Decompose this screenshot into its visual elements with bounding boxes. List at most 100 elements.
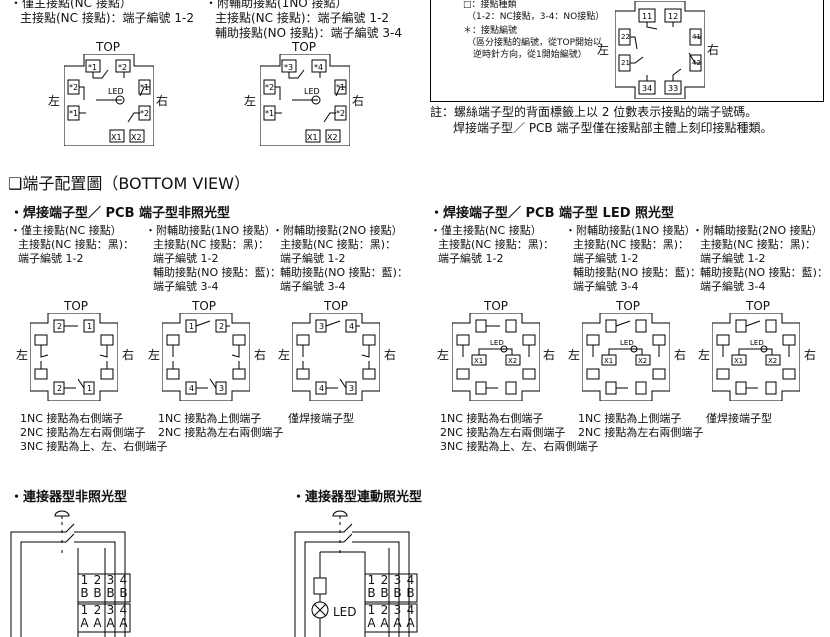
pin: B bbox=[93, 586, 102, 600]
svg-text:LED: LED bbox=[108, 87, 124, 96]
right-label: 右 bbox=[352, 94, 365, 108]
left-label: 左 bbox=[437, 348, 450, 362]
pin: 1 bbox=[80, 573, 89, 587]
text-line: 1NC 接點為上側端子 bbox=[578, 412, 682, 425]
top-label: TOP bbox=[292, 40, 317, 54]
text-line: 2NC 接點為左右兩側端子 bbox=[578, 426, 704, 439]
right-label: 右 bbox=[674, 348, 687, 362]
pin: 4 bbox=[406, 573, 415, 587]
left-label: 左 bbox=[148, 348, 161, 362]
left-label: 左 bbox=[568, 348, 581, 362]
terminal: 34 bbox=[642, 84, 652, 93]
pin: 3 bbox=[106, 573, 115, 587]
pin: B bbox=[380, 586, 389, 600]
top-label: TOP bbox=[96, 40, 121, 54]
pin: 4 bbox=[119, 573, 128, 587]
pin: A bbox=[380, 616, 389, 630]
pin: 1 bbox=[367, 573, 376, 587]
right-label: 右 bbox=[804, 348, 817, 362]
terminal: *1 bbox=[69, 109, 78, 118]
text-line: 端子編號 3-4 bbox=[280, 280, 346, 293]
caption: 1NC 接點為上側端子 2NC 接點為左右兩側端子 bbox=[158, 412, 283, 440]
text-line: 輔助接點(NO 接點：藍)： bbox=[700, 266, 828, 279]
connector-led-diagram bbox=[294, 510, 418, 637]
spec-col: ・附輔助接點(1NO 接點） 主接點(NC 接點：黑)： 端子編號 1-2 輔助… bbox=[145, 224, 281, 294]
right-label: 右 bbox=[707, 43, 720, 57]
pin: 4 bbox=[119, 603, 128, 617]
pin: B bbox=[367, 586, 376, 600]
svg-text:2: 2 bbox=[219, 322, 224, 331]
top-label: TOP bbox=[192, 299, 217, 313]
top-col1: ・僅主接點(NC 接點） 主接點(NC 接點)：端子編號 1-2 bbox=[10, 0, 194, 26]
terminal: *2 bbox=[265, 83, 274, 92]
terminal: *2 bbox=[118, 63, 127, 72]
svg-text:LED: LED bbox=[304, 87, 320, 96]
pin: 2 bbox=[380, 573, 389, 587]
right-label: 右 bbox=[384, 348, 397, 362]
pin: A bbox=[367, 616, 376, 630]
text-line: ・附輔助接點(1NO 接點） bbox=[205, 0, 348, 10]
terminal: 11 bbox=[642, 12, 652, 21]
left-label: 左 bbox=[48, 94, 61, 108]
pin: A bbox=[106, 616, 115, 630]
terminal: X1 bbox=[307, 133, 318, 142]
spec-col: ・附輔助接點(2NO 接點） 主接點(NC 接點：黑)： 端子編號 1-2 輔助… bbox=[272, 224, 408, 294]
top-label: TOP bbox=[64, 299, 89, 313]
text-line: 端子編號 3-4 bbox=[700, 280, 766, 293]
terminal: *3 bbox=[284, 63, 293, 72]
svg-text:2: 2 bbox=[57, 384, 62, 393]
terminal: 42 bbox=[692, 59, 701, 67]
svg-text:1: 1 bbox=[189, 322, 194, 331]
legend-box: □：接點種類 （1-2：NC接點，3-4：NO接點） ＊：接點編號 （區分接點的… bbox=[430, 0, 824, 102]
pin: B bbox=[393, 586, 402, 600]
text-line: 主接點(NC 接點：黑)： bbox=[280, 238, 396, 251]
terminal: X2 bbox=[327, 133, 338, 142]
text-line: 端子編號 1-2 bbox=[280, 252, 346, 265]
svg-text:X2: X2 bbox=[768, 357, 777, 365]
led-label: LED bbox=[620, 339, 634, 347]
text-line: 1NC 接點為右側端子 bbox=[20, 412, 124, 425]
caption: 僅焊接端子型 bbox=[706, 412, 772, 426]
text-line: ・僅主接點(NC 接點） bbox=[430, 224, 542, 237]
pin: 4 bbox=[406, 603, 415, 617]
svg-text:3: 3 bbox=[319, 322, 324, 331]
text-line: 3NC 接點為上、左、右兩側端子 bbox=[440, 440, 599, 453]
text-line: 1NC 接點為上側端子 bbox=[158, 412, 262, 425]
note-line: 焊接端子型／ PCB 端子型僅在接點部主體上刻印接點種類。 bbox=[453, 121, 773, 135]
text-line: 主接點(NC 接點：黑)： bbox=[700, 238, 816, 251]
text-line: 端子編號 1-2 bbox=[700, 252, 766, 265]
text-line: 主接點(NC 接點：黑)： bbox=[438, 238, 554, 251]
terminal: 22 bbox=[621, 33, 630, 41]
subsection-title: ・焊接端子型／ PCB 端子型非照光型 bbox=[10, 206, 231, 221]
text-line: 端子編號 3-4 bbox=[573, 280, 639, 293]
pin: 1 bbox=[80, 603, 89, 617]
left-label: 左 bbox=[278, 348, 291, 362]
left-label: 左 bbox=[244, 94, 257, 108]
text-line: 3NC 接點為上、左、右側端子 bbox=[20, 440, 168, 453]
terminal: *2 bbox=[140, 109, 149, 118]
note-line: 註：螺絲端子型的背面標籤上以 2 位數表示接點的端子號碼。 bbox=[430, 105, 758, 119]
text-line: 端子編號 3-4 bbox=[153, 280, 219, 293]
svg-text:4: 4 bbox=[319, 384, 324, 393]
pin: A bbox=[119, 616, 128, 630]
text-line: 2NC 接點為左右兩側端子 bbox=[20, 426, 146, 439]
text-line: 輔助接點(NO 接點)：端子編號 3-4 bbox=[215, 26, 403, 40]
pin: A bbox=[93, 616, 102, 630]
svg-text:X2: X2 bbox=[638, 357, 647, 365]
pin: B bbox=[406, 586, 415, 600]
led-label: LED bbox=[750, 339, 764, 347]
terminal: 33 bbox=[668, 84, 678, 93]
right-label: 右 bbox=[254, 348, 267, 362]
text-line: 端子編號 1-2 bbox=[573, 252, 639, 265]
svg-text:4: 4 bbox=[349, 322, 354, 331]
terminal: *1 bbox=[140, 83, 149, 92]
screw-terminal-diagram: LED *3 *4 *2 *1 *1 *2 X1 X2 bbox=[260, 54, 350, 146]
terminal: X1 bbox=[111, 133, 122, 142]
